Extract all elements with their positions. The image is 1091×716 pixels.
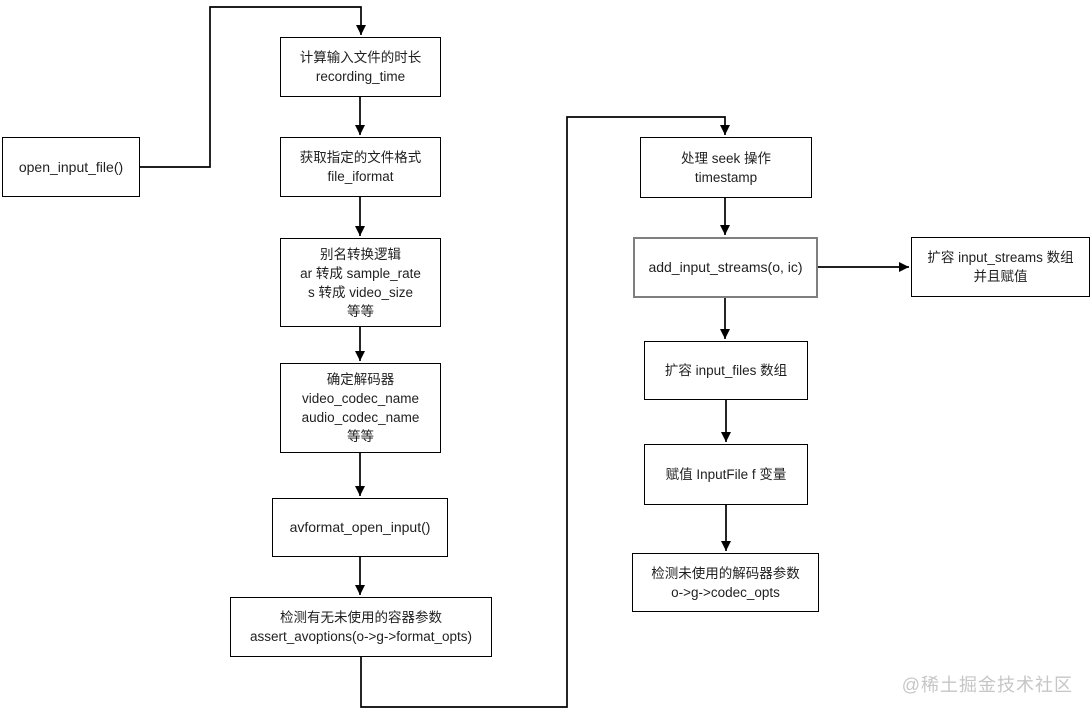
node-file-iformat: 获取指定的文件格式 file_iformat <box>280 137 441 197</box>
node-line: add_input_streams(o, ic) <box>648 259 803 275</box>
node-line: 扩容 input_files 数组 <box>664 363 788 378</box>
node-line: 赋值 InputFile f 变量 <box>665 467 787 482</box>
node-line: 处理 seek 操作 <box>680 150 772 166</box>
node-line: 检测有无未使用的容器参数 <box>280 610 442 625</box>
node-expand-input-streams: 扩容 input_streams 数组 并且赋值 <box>911 237 1090 297</box>
node-line: 等等 <box>347 429 374 444</box>
node-assign-inputfile: 赋值 InputFile f 变量 <box>644 444 808 505</box>
node-assert-avoptions: 检测有无未使用的容器参数 assert_avoptions(o->g->form… <box>230 597 492 657</box>
node-line: avformat_open_input() <box>289 519 431 535</box>
node-add-input-streams: add_input_streams(o, ic) <box>633 237 818 298</box>
node-line: 别名转换逻辑 <box>320 246 401 262</box>
watermark: @稀土掘金技术社区 <box>901 675 1073 695</box>
node-decoder-select: 确定解码器 video_codec_name audio_codec_name … <box>280 363 441 453</box>
connector-assert-to-seek <box>360 116 730 708</box>
node-seek-timestamp: 处理 seek 操作 timestamp <box>640 137 812 198</box>
node-line: o->g->codec_opts <box>671 584 780 600</box>
node-calc-duration: 计算输入文件的时长 recording_time <box>280 37 441 97</box>
node-expand-input-files: 扩容 input_files 数组 <box>644 341 808 400</box>
node-open-input-file: open_input_file() <box>2 137 140 197</box>
connector-open-to-calc <box>140 6 366 168</box>
node-line: timestamp <box>694 169 758 185</box>
node-line: ar 转成 sample_rate <box>300 265 421 281</box>
node-line: 检测未使用的解码器参数 <box>651 565 800 581</box>
node-line: assert_avoptions(o->g->format_opts) <box>249 629 473 644</box>
node-avformat-open-input: avformat_open_input() <box>272 498 448 557</box>
node-line: open_input_file() <box>18 158 124 175</box>
node-check-codec-opts: 检测未使用的解码器参数 o->g->codec_opts <box>632 553 819 612</box>
node-line: 并且赋值 <box>973 269 1028 284</box>
node-line: video_codec_name <box>301 391 420 406</box>
node-line: 扩容 input_streams 数组 <box>927 250 1074 265</box>
node-line: s 转成 video_size <box>307 284 414 300</box>
node-alias-convert: 别名转换逻辑 ar 转成 sample_rate s 转成 video_size… <box>280 238 441 327</box>
node-line: 获取指定的文件格式 <box>299 150 422 165</box>
node-line: audio_codec_name <box>301 410 420 425</box>
node-line: recording_time <box>315 69 406 84</box>
node-line: 等等 <box>347 303 374 319</box>
node-line: file_iformat <box>327 169 394 184</box>
node-line: 确定解码器 <box>326 372 395 387</box>
node-line: 计算输入文件的时长 <box>299 50 422 65</box>
